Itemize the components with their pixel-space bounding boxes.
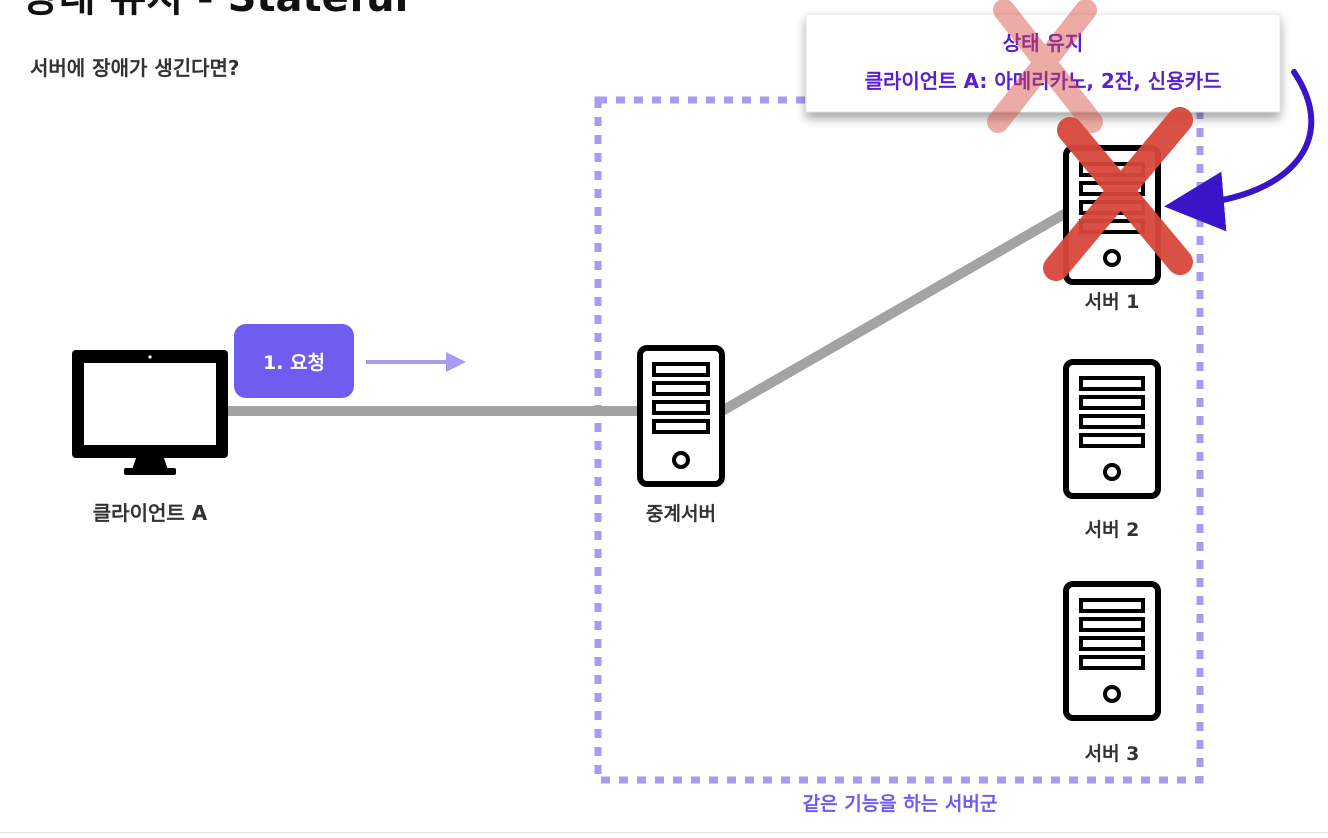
client-label: 클라이언트 A bbox=[93, 501, 208, 525]
relay-server1-connection bbox=[719, 208, 1069, 416]
cluster-label: 같은 기능을 하는 서버군 bbox=[803, 793, 998, 815]
request-label: 1. 요청 bbox=[263, 352, 325, 374]
server-cluster-boundary bbox=[594, 96, 1204, 784]
state-note-detail: 클라이언트 A: 아메리카노, 2잔, 신용카드 bbox=[865, 69, 1222, 93]
failure-x-icon bbox=[987, 0, 1103, 133]
relay-label: 중계서버 bbox=[646, 503, 716, 525]
failure-x-icon bbox=[1043, 107, 1193, 281]
page-title: 상태 유지 - Stateful bbox=[22, 0, 408, 18]
bottom-divider bbox=[0, 832, 1328, 833]
server-3-icon bbox=[1063, 581, 1161, 721]
curved-arrow-icon bbox=[1164, 69, 1315, 232]
arrow-right-icon bbox=[366, 352, 466, 372]
request-badge: 1. 요청 bbox=[234, 324, 354, 398]
relay-server-icon bbox=[637, 345, 725, 487]
server-2-icon bbox=[1063, 359, 1161, 499]
state-note: 상태 유지 클라이언트 A: 아메리카노, 2잔, 신용카드 bbox=[805, 13, 1281, 113]
server-3-label: 서버 3 bbox=[1085, 743, 1140, 765]
page-subtitle: 서버에 장애가 생긴다면? bbox=[30, 56, 240, 80]
server-1-label: 서버 1 bbox=[1085, 291, 1140, 313]
monitor-icon bbox=[72, 350, 228, 475]
state-note-title: 상태 유지 bbox=[1003, 31, 1084, 55]
server-2-label: 서버 2 bbox=[1085, 519, 1140, 541]
